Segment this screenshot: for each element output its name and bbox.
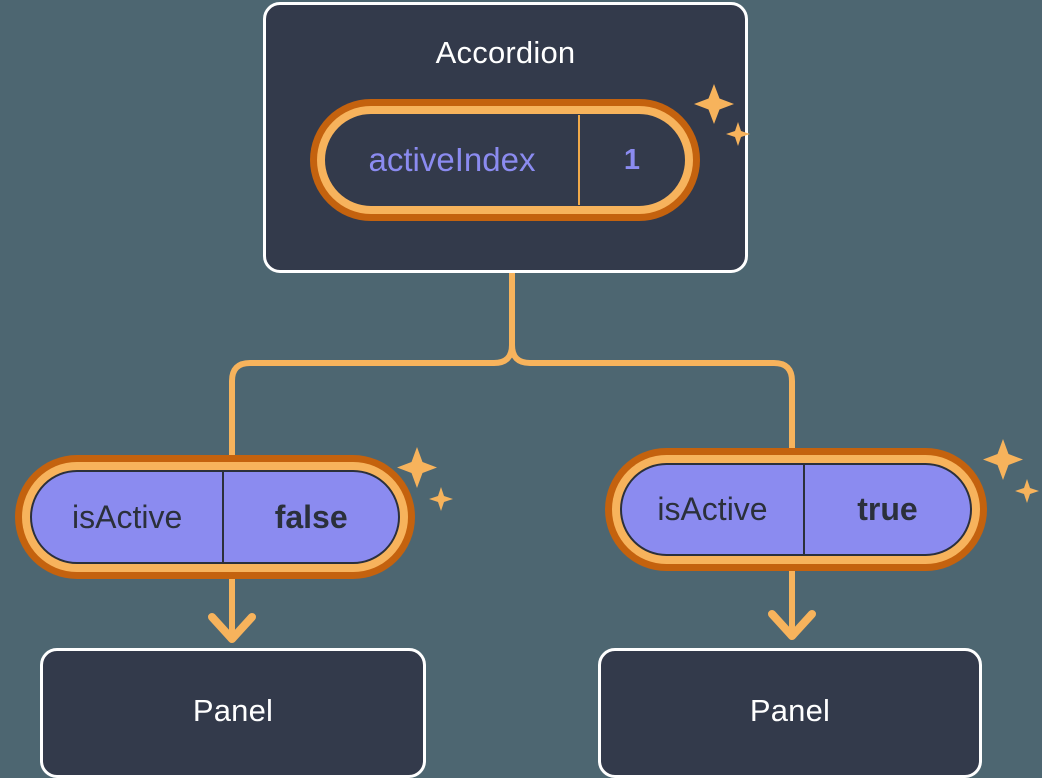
sparkles-icon bbox=[983, 439, 1039, 503]
prop-pill-is-active-false[interactable]: isActive false bbox=[15, 455, 415, 579]
pill-highlight-ring: isActive false bbox=[22, 462, 408, 572]
pill-body: activeIndex 1 bbox=[325, 114, 685, 206]
node-panel-right[interactable]: Panel bbox=[598, 648, 982, 778]
prop-value-label: true bbox=[802, 465, 970, 554]
pill-highlight-ring: activeIndex 1 bbox=[317, 106, 693, 214]
node-panel-left[interactable]: Panel bbox=[40, 648, 426, 778]
pill-body: isActive false bbox=[30, 470, 400, 564]
panel-left-title: Panel bbox=[192, 693, 274, 728]
prop-key-label: isActive bbox=[72, 498, 183, 535]
connector-tree-path-left bbox=[229, 342, 515, 458]
state-key-label: activeIndex bbox=[368, 141, 536, 178]
arrow-right-head-icon bbox=[768, 610, 816, 640]
accordion-title: Accordion bbox=[435, 35, 576, 70]
prop-pill-is-active-true[interactable]: isActive true bbox=[605, 448, 987, 571]
panel-right-title: Panel bbox=[749, 693, 831, 728]
prop-key-label: isActive bbox=[657, 491, 768, 527]
state-pill-active-index[interactable]: activeIndex 1 bbox=[310, 99, 700, 221]
arrow-left-head-icon bbox=[208, 613, 256, 643]
connector-tree-path bbox=[509, 269, 795, 451]
pill-body: isActive true bbox=[620, 463, 972, 556]
pill-highlight-ring: isActive true bbox=[612, 455, 980, 564]
state-value-label: 1 bbox=[578, 115, 684, 205]
prop-value-label: false bbox=[222, 472, 398, 562]
